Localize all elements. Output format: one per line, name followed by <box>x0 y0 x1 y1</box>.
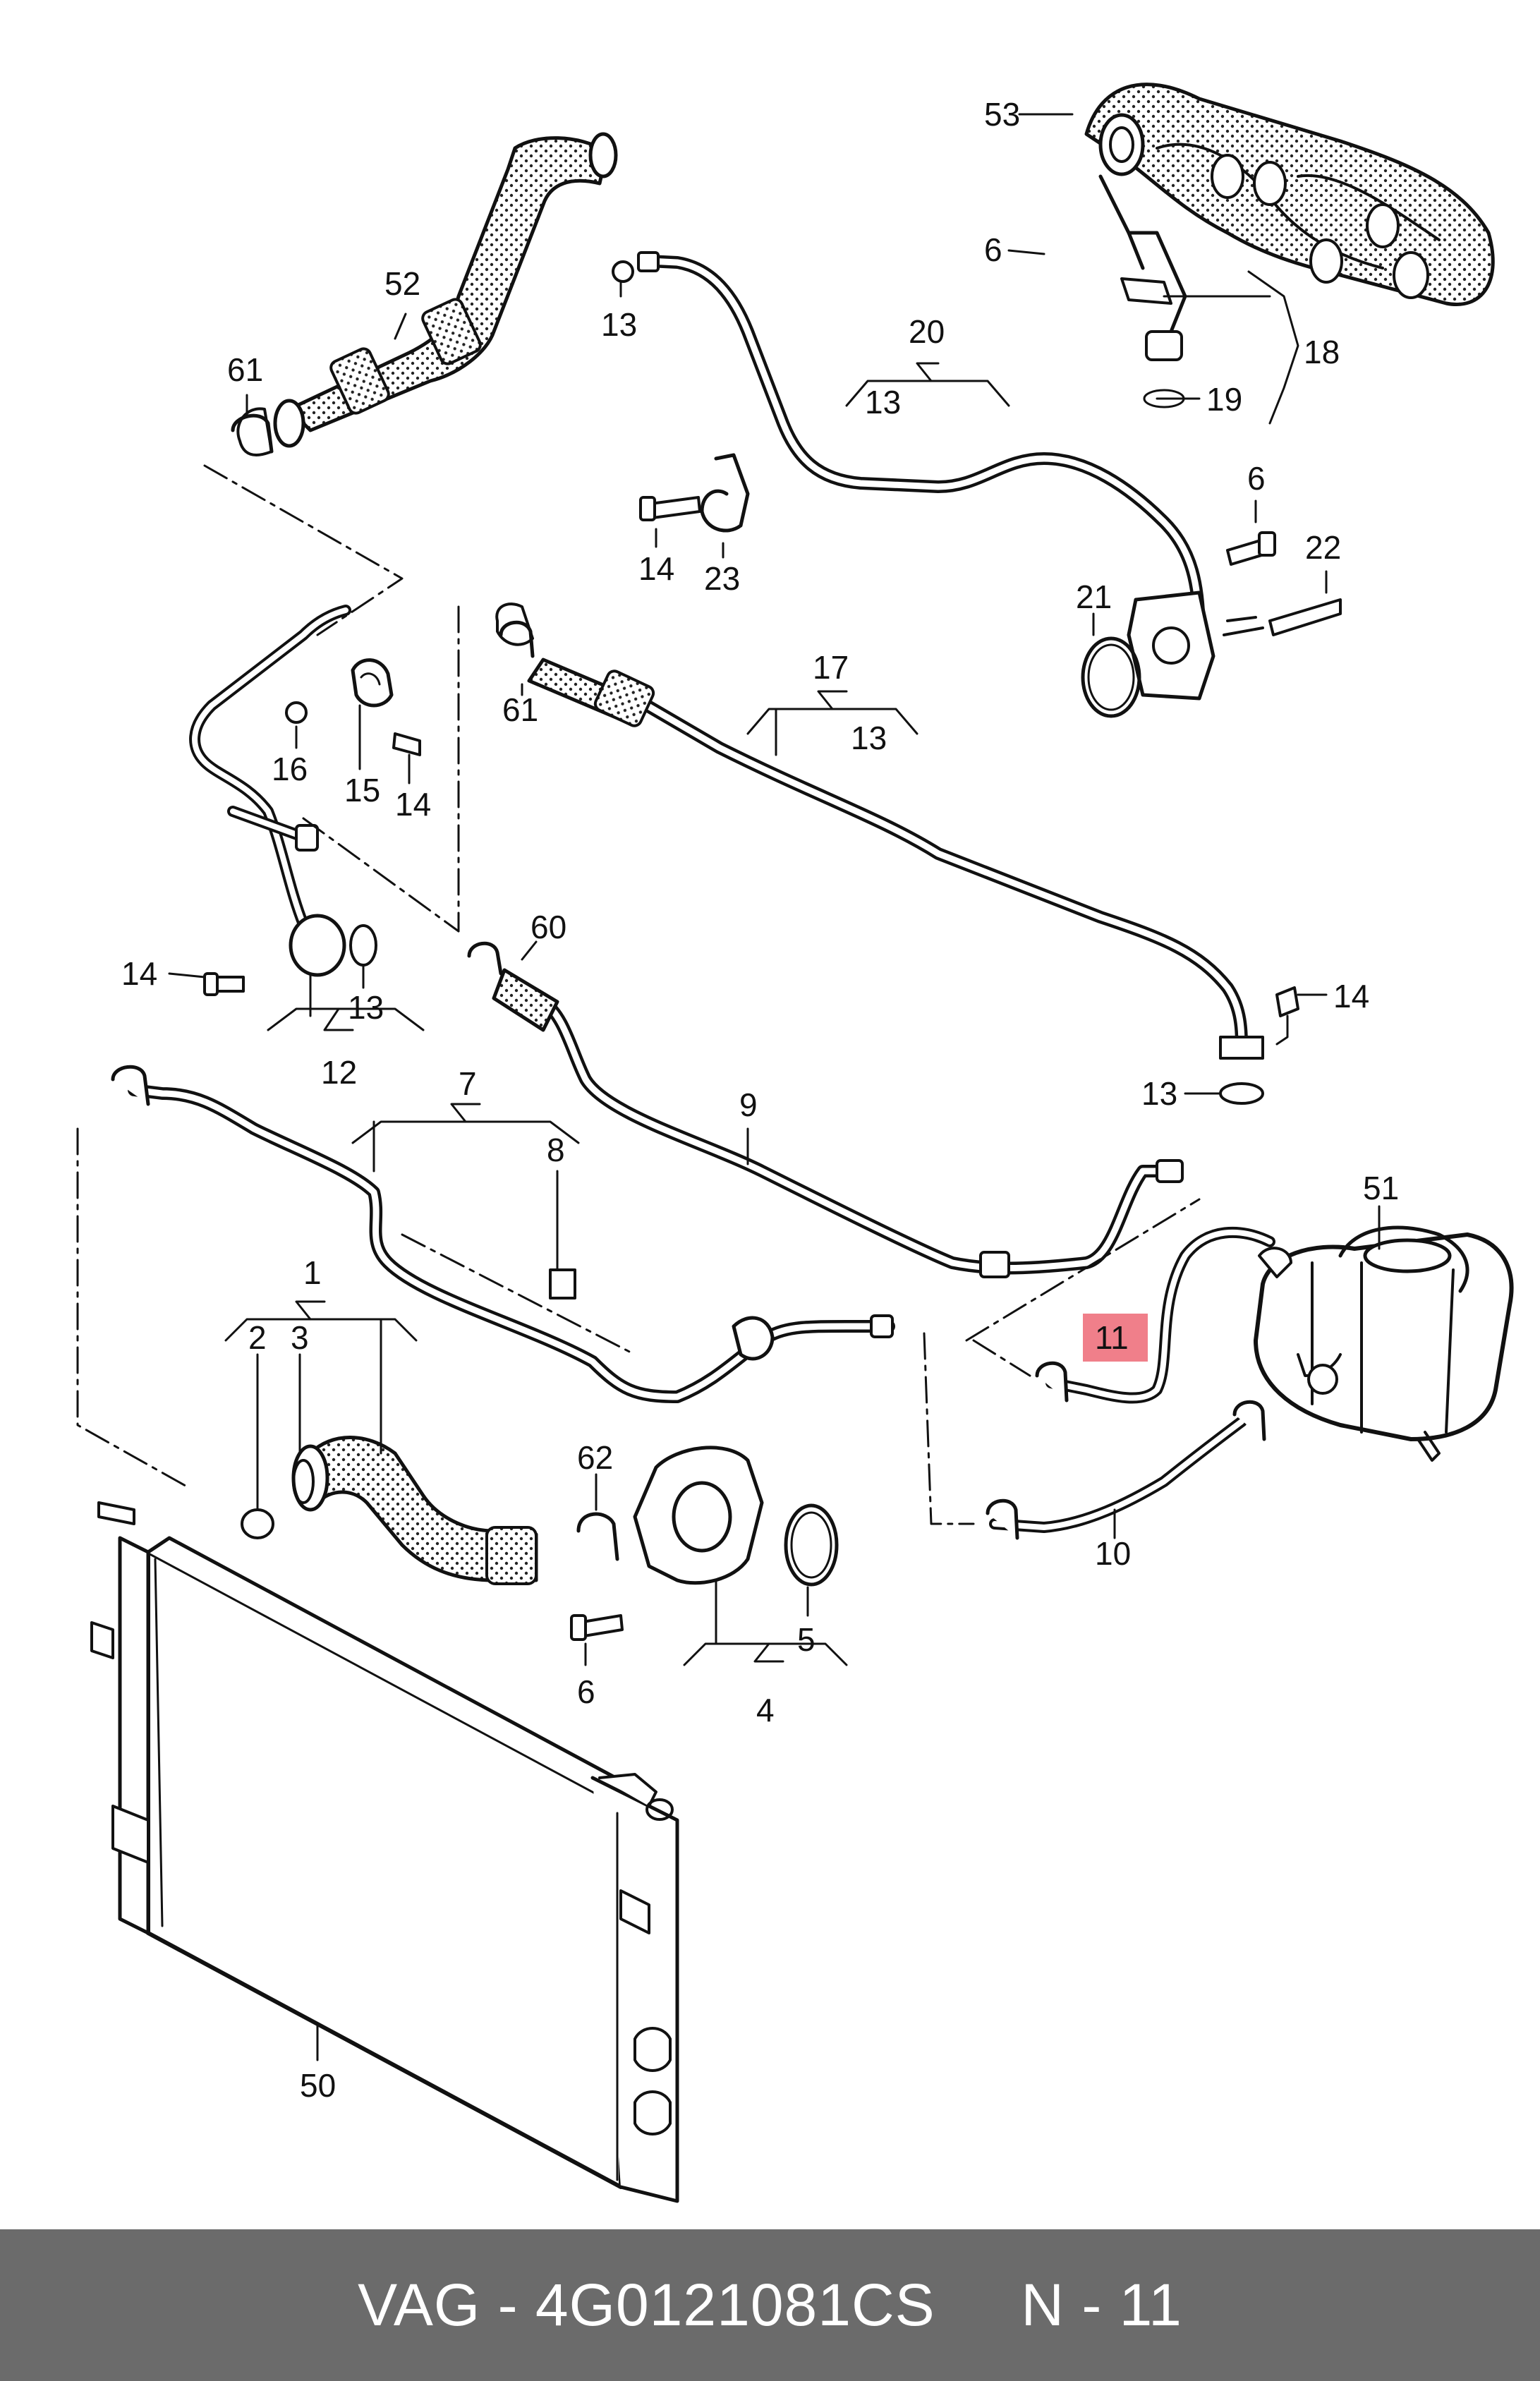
callout-12: 12 <box>321 1054 357 1091</box>
callout-50: 50 <box>300 2067 336 2104</box>
callout-labels: 53 6 18 19 13 20 13 52 61 14 23 6 22 21 … <box>121 96 1399 2104</box>
callout-62: 62 <box>577 1439 613 1476</box>
phantom-lines <box>76 464 1201 1525</box>
callout-13: 13 <box>851 720 887 756</box>
parts-diagram: 53 6 18 19 13 20 13 52 61 14 23 6 22 21 … <box>76 83 1514 2203</box>
callout-15: 15 <box>344 772 380 808</box>
callout-53: 53 <box>984 96 1020 133</box>
page-number: N - 11 <box>1021 2272 1182 2338</box>
footer-bar: VAG - 4G0121081CS N - 11 <box>0 2229 1540 2381</box>
callout-52: 52 <box>384 265 420 302</box>
radiator-50 <box>90 1501 679 2203</box>
callout-22: 22 <box>1305 529 1341 566</box>
pipe-7 <box>111 1065 895 1403</box>
hose-assembly-53 <box>1084 83 1495 361</box>
callout-2: 2 <box>248 1319 267 1356</box>
clip-61-lower <box>499 620 535 658</box>
hose-52 <box>236 132 618 456</box>
callout-11: 11 <box>1095 1319 1129 1356</box>
callout-14: 14 <box>395 786 431 823</box>
callout-13: 13 <box>1141 1075 1177 1112</box>
callout-5: 5 <box>797 1621 816 1658</box>
callout-61: 61 <box>227 351 263 388</box>
callout-1: 1 <box>303 1254 322 1291</box>
callout-13: 13 <box>601 306 637 343</box>
callout-3: 3 <box>291 1319 309 1356</box>
callout-21: 21 <box>1076 578 1112 615</box>
callout-9: 9 <box>739 1086 758 1123</box>
callout-17: 17 <box>813 649 849 686</box>
leader-lines <box>168 113 1381 2061</box>
callout-10: 10 <box>1095 1535 1131 1572</box>
callout-6: 6 <box>1247 460 1266 497</box>
flange-assembly-4 <box>570 1446 839 1641</box>
callout-60: 60 <box>530 909 566 945</box>
pipe-17 <box>495 602 1299 1105</box>
callout-51: 51 <box>1363 1170 1399 1206</box>
callout-14: 14 <box>121 955 157 992</box>
footer-gap <box>935 2271 1021 2339</box>
callout-19: 19 <box>1206 381 1242 418</box>
clip-23 <box>612 260 750 533</box>
callout-23: 23 <box>704 560 740 597</box>
pipe-9 <box>492 968 1184 1278</box>
callout-7: 7 <box>459 1065 477 1102</box>
callout-18: 18 <box>1304 334 1340 370</box>
clip-60 <box>467 941 503 976</box>
callout-20: 20 <box>909 313 945 350</box>
callout-16: 16 <box>272 751 308 787</box>
callout-8: 8 <box>547 1132 565 1168</box>
callout-14: 14 <box>1333 978 1369 1014</box>
flange-21 <box>1081 531 1342 718</box>
pipe-20 <box>637 251 1206 655</box>
highlight-box-11 <box>1083 1314 1148 1362</box>
callout-13: 13 <box>348 989 384 1026</box>
bracket-assembly-12 <box>189 605 421 996</box>
callout-14: 14 <box>638 550 674 587</box>
clip-61-upper <box>231 413 274 454</box>
part-number: VAG - 4G0121081CS <box>358 2272 935 2338</box>
hose-10 <box>986 1400 1266 1540</box>
footer-text: VAG - 4G0121081CS N - 11 <box>0 2229 1540 2381</box>
callout-6: 6 <box>577 1673 595 1710</box>
expansion-tank-51 <box>1254 1225 1514 1462</box>
callout-13: 13 <box>865 384 901 420</box>
hose-11 <box>1035 1226 1275 1404</box>
hose-1 <box>241 1436 538 1585</box>
callout-4: 4 <box>756 1692 775 1728</box>
callout-61: 61 <box>502 691 538 728</box>
callout-6: 6 <box>984 231 1002 268</box>
